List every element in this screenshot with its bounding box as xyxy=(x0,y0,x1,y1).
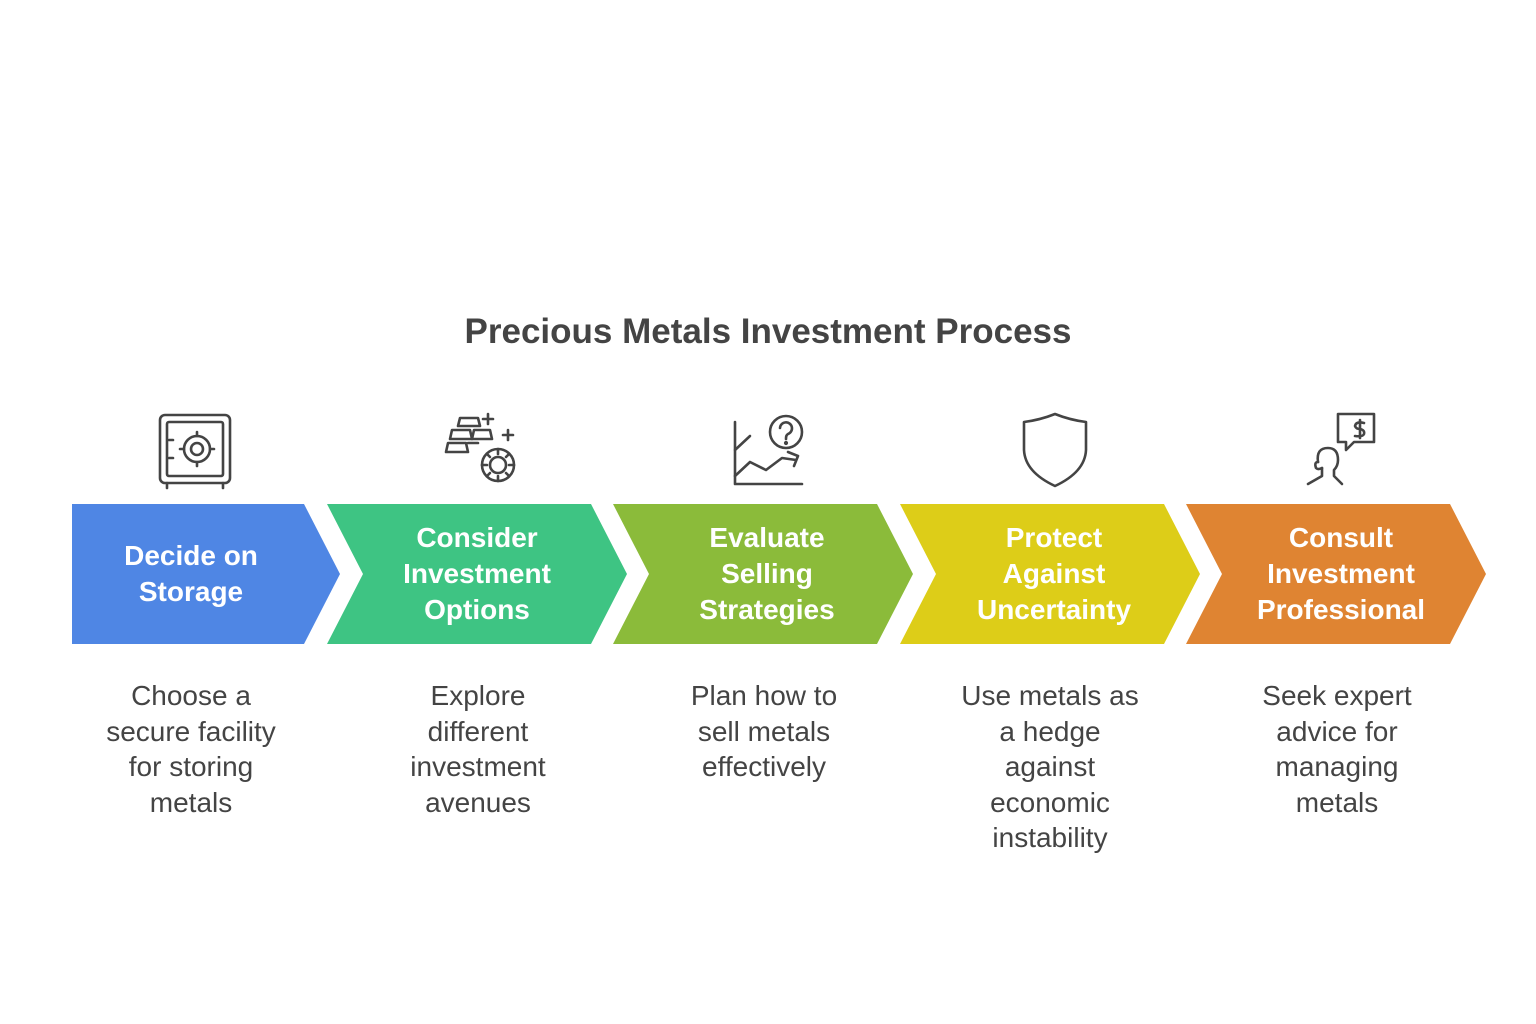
step-1-desc-line-4: metals xyxy=(149,786,233,818)
step-2-desc-line-3: investment xyxy=(410,751,546,782)
step-1-shape xyxy=(72,504,340,644)
step-3-label: Evaluate Selling Strategies xyxy=(653,504,881,644)
step-1-desc-line-1: Choose a xyxy=(131,680,251,711)
step-2-label-line-2: Investment xyxy=(403,558,551,589)
step-2-description: Explore different investment avenues xyxy=(358,678,598,820)
step-3-label-line-2: Selling xyxy=(721,558,813,589)
step-4-desc-line-5: instability xyxy=(992,822,1108,853)
step-4-arrow: Protect Against Uncertainty xyxy=(900,504,1200,644)
step-1-desc-line-3: for storing xyxy=(128,751,254,782)
step-2-desc-line-2: different xyxy=(427,715,529,747)
diagram-title: Precious Metals Investment Process xyxy=(464,312,1072,351)
step-4-label: Protect Against Uncertainty xyxy=(940,504,1168,644)
gold-bars-icon xyxy=(442,410,522,490)
step-4-label-line-1: Protect xyxy=(1005,522,1103,553)
step-2-label: Consider Investment Options xyxy=(363,504,591,644)
step-4-desc-line-3: against xyxy=(1004,751,1096,782)
shield-icon xyxy=(1015,410,1095,490)
step-3-shape xyxy=(613,504,913,644)
step-2-arrow: Consider Investment Options xyxy=(327,504,627,644)
step-1-label-line-1: Decide on xyxy=(124,540,258,571)
step-1-label: Decide on Storage xyxy=(72,504,310,644)
step-5-label-line-1: Consult xyxy=(1288,522,1394,553)
step-2-label-line-1: Consider xyxy=(416,522,538,553)
step-3-label-line-3: Strategies xyxy=(699,594,835,625)
step-1-description: Choose a secure facility for storing met… xyxy=(71,678,311,820)
step-4-description: Use metals as a hedge against economic i… xyxy=(930,678,1170,856)
step-4-desc-line-1: Use metals as xyxy=(961,680,1139,711)
step-4-shape xyxy=(900,504,1200,644)
step-5-desc-line-4: metals xyxy=(1295,786,1379,818)
step-2-desc-line-1: Explore xyxy=(430,680,526,711)
step-1-desc-line-2: secure facility xyxy=(106,715,276,747)
step-1-label-line-2: Storage xyxy=(138,576,244,607)
step-3-desc-line-3: effectively xyxy=(702,751,826,782)
step-2-desc-line-4: avenues xyxy=(425,786,531,818)
step-2-shape xyxy=(327,504,627,644)
step-3-arrow: Evaluate Selling Strategies xyxy=(613,504,913,644)
safe-icon xyxy=(155,410,235,490)
step-5-label: Consult Investment Professional xyxy=(1226,504,1456,644)
step-3-desc-line-2: sell metals xyxy=(697,715,831,747)
step-5-desc-line-2: advice for xyxy=(1276,715,1398,747)
step-3-polygon xyxy=(613,504,913,644)
step-2-polygon xyxy=(327,504,627,644)
advisor-icon xyxy=(1300,410,1380,490)
chart-question-icon xyxy=(730,410,810,490)
step-4-desc-line-4: economic xyxy=(990,786,1110,818)
step-2-label-line-3: Options xyxy=(424,594,530,625)
step-4-polygon xyxy=(900,504,1200,644)
step-1-polygon xyxy=(72,504,340,644)
step-3-description: Plan how to sell metals effectively xyxy=(644,678,884,785)
step-5-description: Seek expert advice for managing metals xyxy=(1217,678,1457,820)
step-4-label-line-2: Against xyxy=(1002,558,1106,589)
step-3-desc-line-1: Plan how to xyxy=(690,680,838,711)
step-5-desc-line-3: managing xyxy=(1275,751,1399,782)
step-5-polygon xyxy=(1186,504,1486,644)
step-5-arrow: Consult Investment Professional xyxy=(1186,504,1486,644)
step-5-desc-line-1: Seek expert xyxy=(1262,680,1412,711)
step-4-label-line-3: Uncertainty xyxy=(976,594,1132,625)
step-5-shape xyxy=(1186,504,1486,644)
step-1-arrow: Decide on Storage xyxy=(72,504,340,644)
step-4-desc-line-2: a hedge xyxy=(999,715,1101,747)
step-3-label-line-1: Evaluate xyxy=(709,522,825,553)
step-5-label-line-3: Professional xyxy=(1256,594,1426,625)
step-5-label-line-2: Investment xyxy=(1267,558,1415,589)
